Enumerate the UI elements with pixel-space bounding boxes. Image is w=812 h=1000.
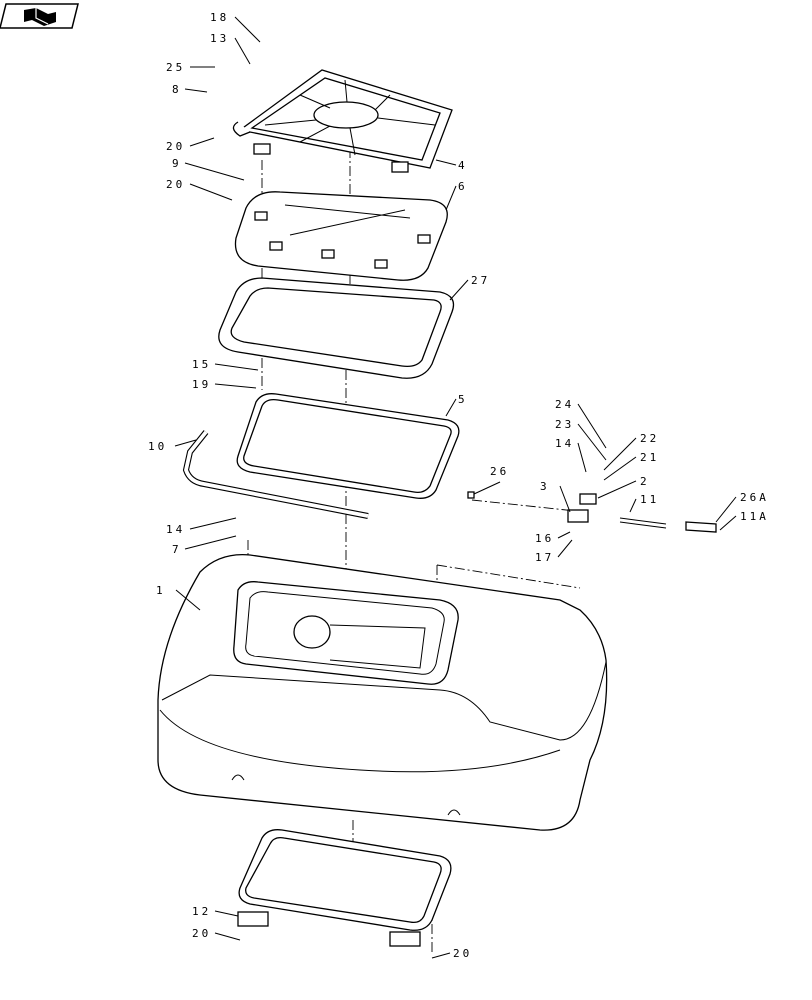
callout-c7: 7: [172, 543, 182, 556]
callout-c20b: 20: [166, 178, 185, 191]
callout-c16: 16: [535, 532, 554, 545]
callout-c26: 26: [490, 465, 509, 478]
gasket-ring: [218, 277, 455, 379]
callout-c5: 5: [458, 393, 468, 406]
latch-assembly: [467, 491, 717, 533]
callout-c11A: 11A: [740, 510, 769, 523]
callout-c24: 24: [555, 398, 574, 411]
callout-c17: 17: [535, 551, 554, 564]
callout-c14b: 14: [166, 523, 185, 536]
callout-c21: 21: [640, 451, 659, 464]
grate-frame: [232, 69, 453, 173]
callout-c8: 8: [172, 83, 182, 96]
callout-c11: 11: [640, 493, 659, 506]
callout-c20c: 20: [192, 927, 211, 940]
callout-c12: 12: [192, 905, 211, 918]
callout-c13: 13: [210, 32, 229, 45]
leader-lines: [174, 16, 737, 959]
callout-c20d: 20: [453, 947, 472, 960]
seal-ring: [236, 393, 460, 499]
callout-c19: 19: [192, 378, 211, 391]
callout-c15: 15: [192, 358, 211, 371]
callout-c3: 3: [540, 480, 550, 493]
callout-c4: 4: [458, 159, 468, 172]
book-icon[interactable]: [0, 3, 79, 29]
callout-c1: 1: [156, 584, 166, 597]
callout-c22: 22: [640, 432, 659, 445]
callout-c10: 10: [148, 440, 167, 453]
callout-c26A: 26A: [740, 491, 769, 504]
lower-frame: [237, 829, 452, 947]
callout-c27: 27: [471, 274, 490, 287]
callout-c6: 6: [458, 180, 468, 193]
tank-body: [157, 553, 608, 831]
callout-c25: 25: [166, 61, 185, 74]
callout-c9: 9: [172, 157, 182, 170]
callout-c20a: 20: [166, 140, 185, 153]
callout-c2: 2: [640, 475, 650, 488]
callout-c18: 18: [210, 11, 229, 24]
callout-c14a: 14: [555, 437, 574, 450]
rod: [182, 430, 369, 519]
callout-c23: 23: [555, 418, 574, 431]
cover-plate: [234, 191, 448, 281]
